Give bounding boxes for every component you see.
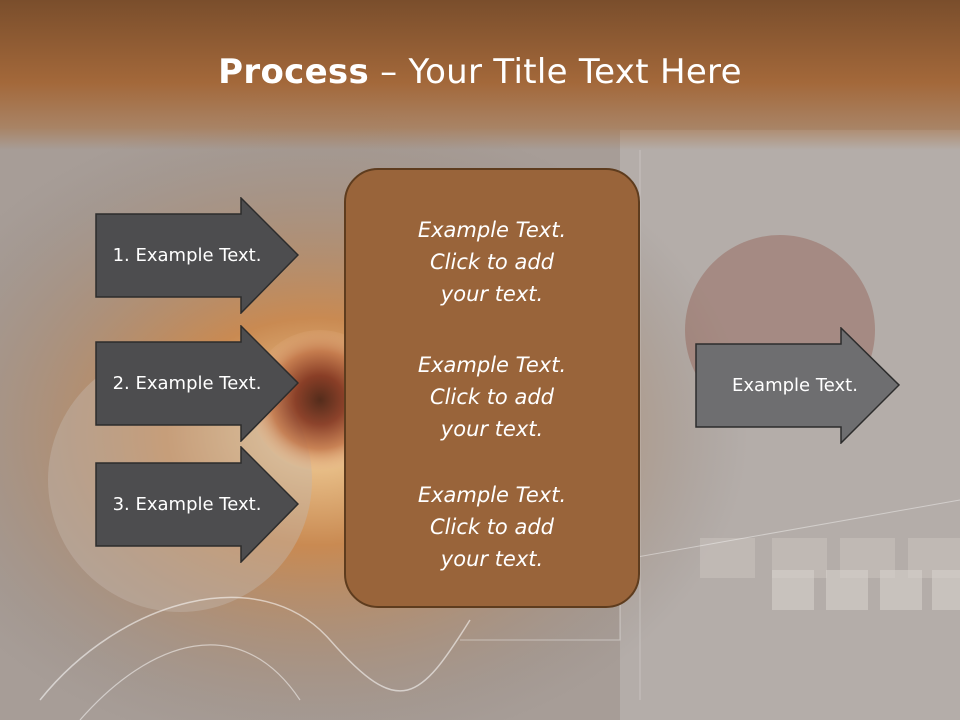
paragraph-line: your text. <box>440 417 544 441</box>
paragraph-line: Example Text. <box>417 483 567 507</box>
slide-title[interactable]: Process – Your Title Text Here <box>0 52 960 92</box>
step-arrow-2-shape <box>95 325 299 442</box>
result-arrow-shape <box>695 327 900 444</box>
paragraph-line: Example Text. <box>417 218 567 242</box>
step-arrow-3[interactable]: 3. Example Text. <box>95 446 299 563</box>
paragraph-line: your text. <box>440 547 544 571</box>
title-rest: – Your Title Text Here <box>369 52 742 92</box>
paragraph-line: Click to add <box>429 385 554 409</box>
step-arrow-1[interactable]: 1. Example Text. <box>95 197 299 314</box>
step-arrow-2[interactable]: 2. Example Text. <box>95 325 299 442</box>
center-paragraph-3: Example Text. Click to add your text. <box>346 479 638 575</box>
center-paragraph-1: Example Text. Click to add your text. <box>346 214 638 310</box>
step-arrow-3-shape <box>95 446 299 563</box>
result-label: Example Text. <box>732 375 858 396</box>
title-band <box>0 0 960 150</box>
step-label-2: 2. Example Text. <box>112 373 262 394</box>
step-label-3: 3. Example Text. <box>112 494 262 515</box>
title-bold: Process <box>218 52 370 92</box>
paragraph-line: your text. <box>440 282 544 306</box>
center-text-box[interactable]: Example Text. Click to add your text. Ex… <box>344 168 640 608</box>
center-paragraph-2: Example Text. Click to add your text. <box>346 349 638 445</box>
step-arrow-1-shape <box>95 197 299 314</box>
paragraph-line: Example Text. <box>417 353 567 377</box>
paragraph-line: Click to add <box>429 250 554 274</box>
paragraph-line: Click to add <box>429 515 554 539</box>
step-label-1: 1. Example Text. <box>112 245 262 266</box>
result-arrow[interactable]: Example Text. <box>695 327 900 444</box>
